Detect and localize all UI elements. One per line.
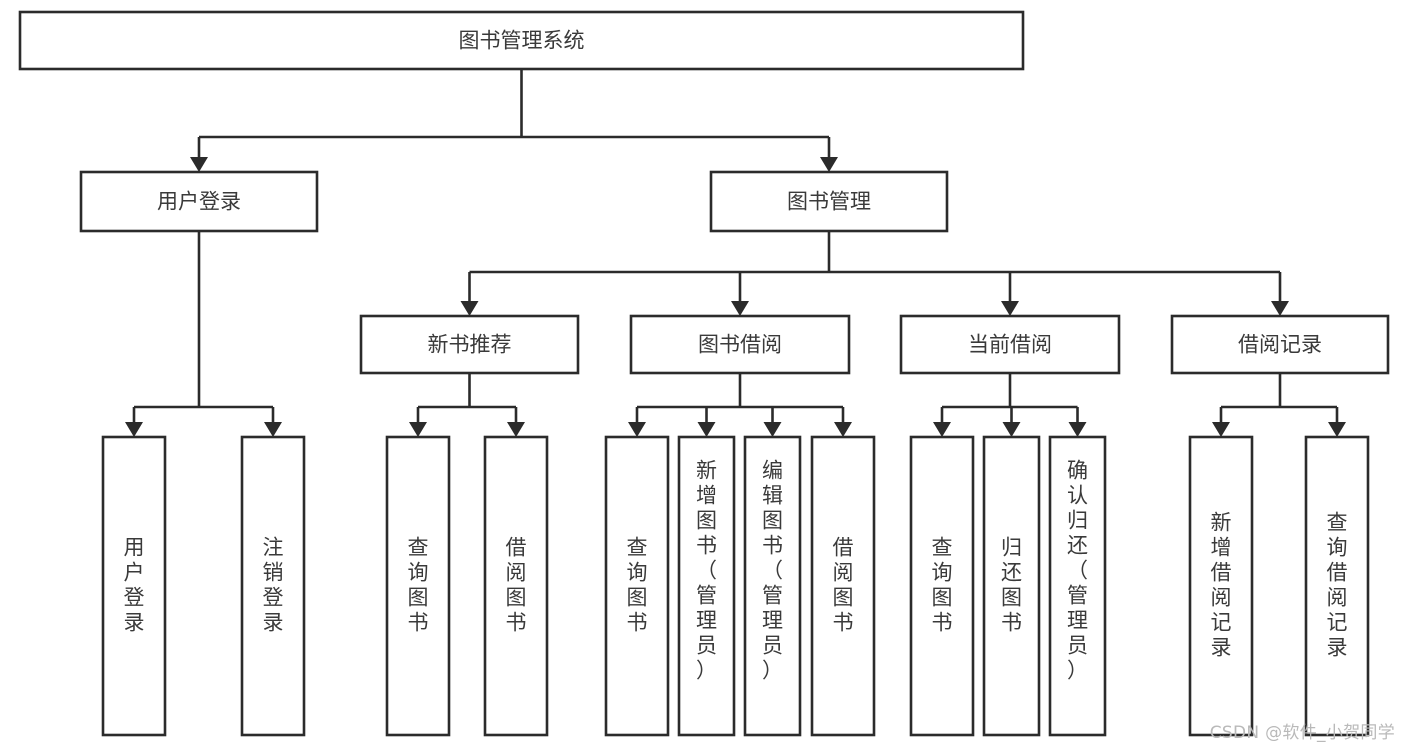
connector-arrowhead-borrow-record	[1271, 301, 1289, 316]
connector-arrowhead-book-borrow	[731, 301, 749, 316]
csdn-watermark: CSDN @软件_小贺同学	[1209, 723, 1395, 743]
node-box-root	[18, 10, 1025, 71]
node-book-manage[interactable]: 图书管理	[709, 170, 949, 233]
node-label-leaf-borrow-book-b: 借阅图书	[833, 536, 854, 635]
node-label-new-book-rec: 新书推荐	[428, 333, 512, 357]
node-label-book-borrow: 图书借阅	[698, 333, 782, 357]
node-label-current-borrow: 当前借阅	[968, 333, 1052, 357]
node-label-leaf-query-record: 查询借阅记录	[1327, 511, 1348, 660]
node-leaf-logout[interactable]: 注销登录	[240, 435, 306, 737]
connector-arrowhead-leaf-confirm-return	[1068, 422, 1087, 437]
node-leaf-confirm-return[interactable]: 确认归还（管理员）	[1048, 435, 1107, 737]
connector-arrowhead-leaf-return-book	[1002, 422, 1021, 437]
connector-arrowhead-book-manage	[820, 157, 838, 172]
node-leaf-borrow-book-b[interactable]: 借阅图书	[810, 435, 876, 737]
node-leaf-query-book-c[interactable]: 查询图书	[909, 435, 975, 737]
node-box-leaf-query-book-b	[604, 435, 670, 737]
connector-arrowhead-leaf-query-book-b	[628, 422, 646, 437]
node-label-leaf-query-book-c: 查询图书	[932, 536, 953, 635]
node-box-leaf-query-book-a	[385, 435, 451, 737]
node-label-leaf-edit-book: 编辑图书（管理员）	[762, 459, 783, 683]
node-box-leaf-logout	[240, 435, 306, 737]
node-box-book-borrow	[629, 314, 851, 375]
node-leaf-add-record[interactable]: 新增借阅记录	[1188, 435, 1254, 737]
node-box-borrow-record	[1170, 314, 1390, 375]
node-borrow-record[interactable]: 借阅记录	[1170, 314, 1390, 375]
node-box-leaf-user-login	[101, 435, 167, 737]
node-label-leaf-add-book: 新增图书（管理员）	[696, 459, 717, 683]
connector-arrowhead-current-borrow	[1001, 301, 1019, 316]
nodes-layer: 图书管理系统用户登录图书管理新书推荐图书借阅当前借阅借阅记录用户登录注销登录查询…	[18, 10, 1390, 737]
node-leaf-query-book-b[interactable]: 查询图书	[604, 435, 670, 737]
node-leaf-edit-book[interactable]: 编辑图书（管理员）	[743, 435, 802, 737]
connector-arrowhead-user-login	[190, 157, 208, 172]
connector-arrowhead-leaf-logout	[264, 422, 282, 437]
node-box-user-login	[79, 170, 319, 233]
connector-arrowhead-leaf-add-record	[1212, 422, 1230, 437]
connector-arrowhead-leaf-query-book-a	[409, 422, 427, 437]
node-leaf-borrow-book-a[interactable]: 借阅图书	[483, 435, 549, 737]
connector-arrowhead-leaf-borrow-book-a	[507, 422, 525, 437]
node-label-leaf-user-login: 用户登录	[124, 536, 145, 635]
node-box-new-book-rec	[359, 314, 580, 375]
node-leaf-return-book[interactable]: 归还图书	[982, 435, 1041, 737]
node-label-book-manage: 图书管理	[787, 190, 871, 214]
node-root[interactable]: 图书管理系统	[18, 10, 1025, 71]
node-label-leaf-add-record: 新增借阅记录	[1211, 511, 1232, 660]
node-box-current-borrow	[899, 314, 1121, 375]
node-box-leaf-borrow-book-a	[483, 435, 549, 737]
node-new-book-rec[interactable]: 新书推荐	[359, 314, 580, 375]
node-leaf-query-record[interactable]: 查询借阅记录	[1304, 435, 1370, 737]
node-label-leaf-confirm-return: 确认归还（管理员）	[1067, 459, 1088, 683]
connector-arrowhead-leaf-borrow-book-b	[834, 422, 852, 437]
node-label-borrow-record: 借阅记录	[1238, 333, 1322, 357]
connector-arrowhead-leaf-user-login	[125, 422, 143, 437]
node-user-login[interactable]: 用户登录	[79, 170, 319, 233]
node-leaf-add-book[interactable]: 新增图书（管理员）	[677, 435, 736, 737]
node-leaf-query-book-a[interactable]: 查询图书	[385, 435, 451, 737]
node-box-leaf-add-record	[1188, 435, 1254, 737]
node-label-user-login: 用户登录	[157, 190, 241, 214]
node-box-leaf-query-book-c	[909, 435, 975, 737]
node-label-leaf-return-book: 归还图书	[1001, 536, 1022, 635]
connectors-layer	[125, 69, 1346, 437]
connector-arrowhead-leaf-add-book	[697, 422, 716, 437]
node-box-leaf-edit-book	[743, 435, 802, 737]
node-label-leaf-logout: 注销登录	[263, 536, 284, 635]
node-label-leaf-query-book-b: 查询图书	[627, 536, 648, 635]
node-label-leaf-query-book-a: 查询图书	[408, 536, 429, 635]
connector-arrowhead-leaf-query-record	[1328, 422, 1346, 437]
connector-arrowhead-leaf-edit-book	[763, 422, 782, 437]
node-box-leaf-confirm-return	[1048, 435, 1107, 737]
node-box-leaf-add-book	[677, 435, 736, 737]
connector-arrowhead-new-book-rec	[460, 301, 479, 316]
node-box-leaf-borrow-book-b	[810, 435, 876, 737]
node-current-borrow[interactable]: 当前借阅	[899, 314, 1121, 375]
node-box-leaf-return-book	[982, 435, 1041, 737]
node-leaf-user-login[interactable]: 用户登录	[101, 435, 167, 737]
node-box-leaf-query-record	[1304, 435, 1370, 737]
node-box-book-manage	[709, 170, 949, 233]
node-book-borrow[interactable]: 图书借阅	[629, 314, 851, 375]
node-label-leaf-borrow-book-a: 借阅图书	[506, 536, 527, 635]
connector-arrowhead-leaf-query-book-c	[933, 422, 951, 437]
node-label-root: 图书管理系统	[459, 29, 585, 53]
